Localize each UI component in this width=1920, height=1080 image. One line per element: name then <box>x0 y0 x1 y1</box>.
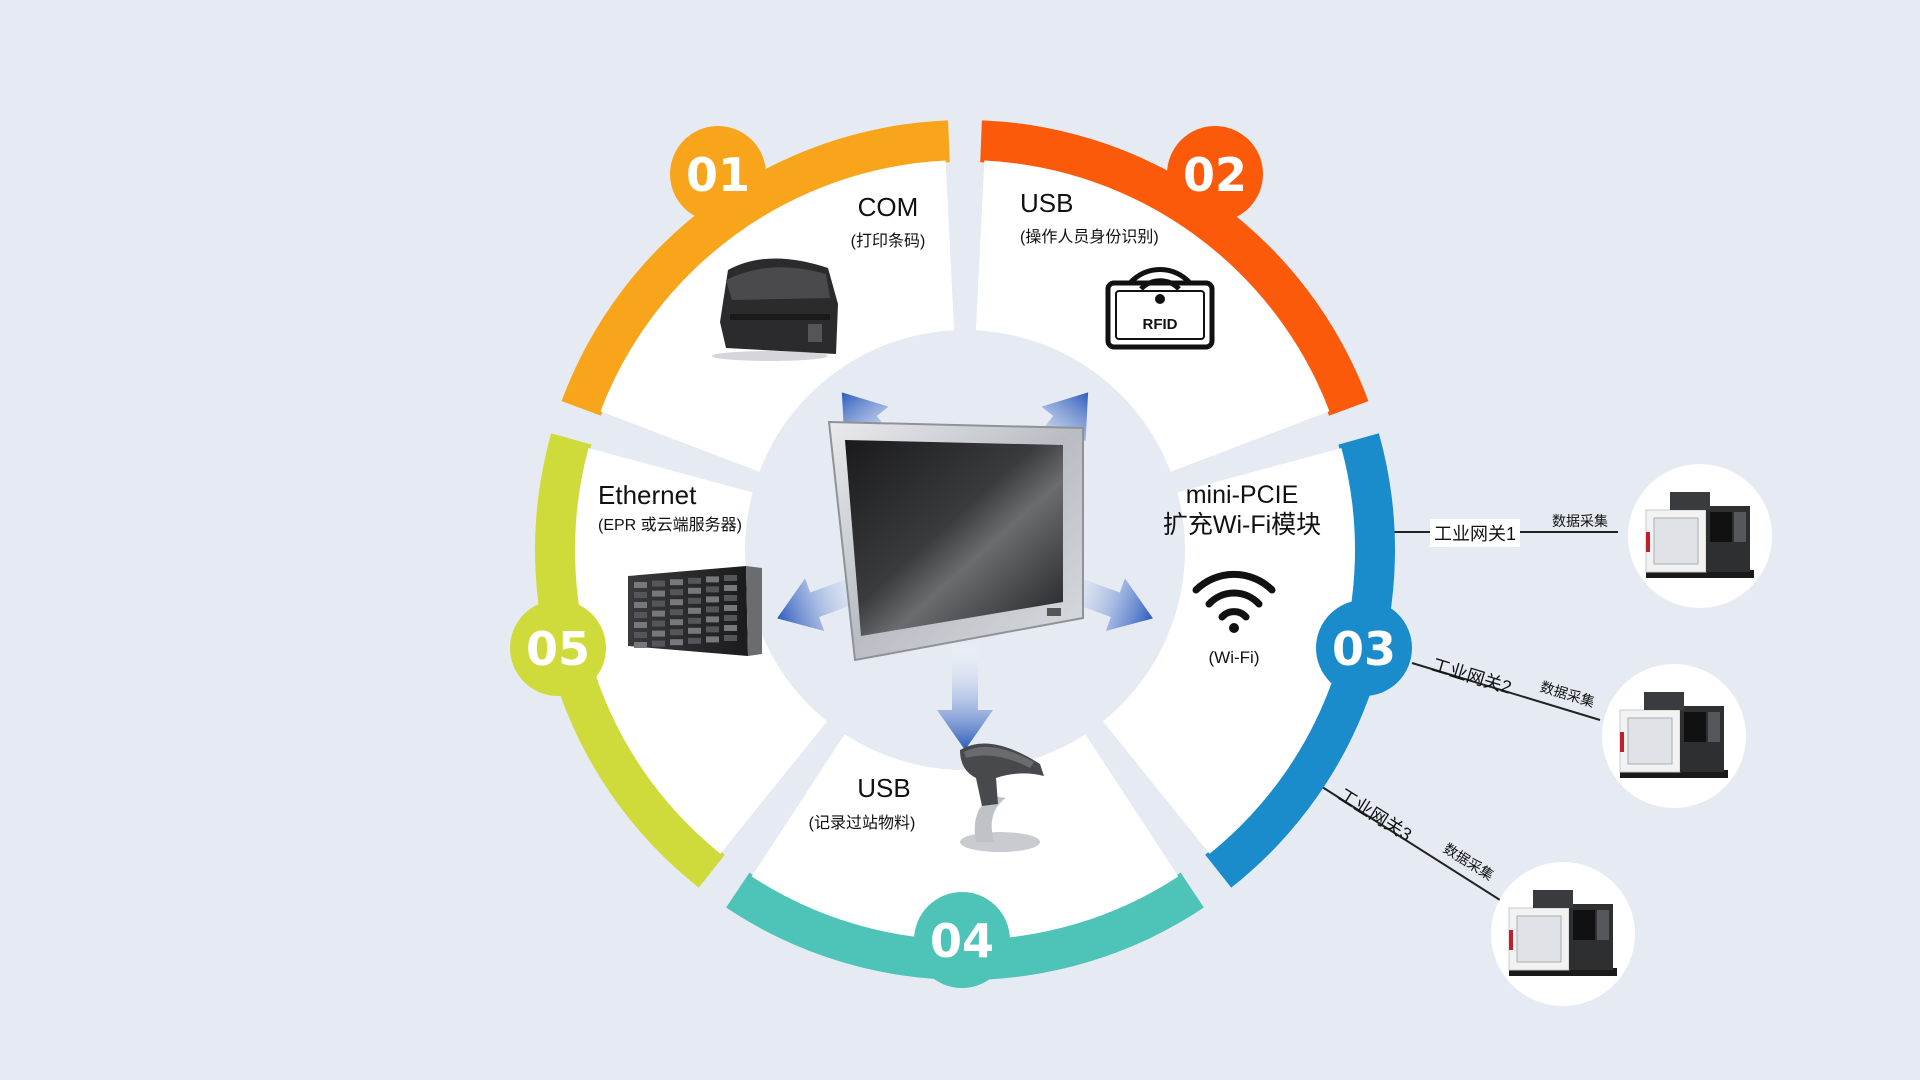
segment-02-title: USB <box>1020 188 1073 218</box>
segment-05-subtitle: (EPR 或云端服务器) <box>598 516 742 534</box>
gateway-3-label: 工业网关3 <box>1335 785 1415 845</box>
number-badges: 01 02 03 04 05 <box>510 126 1412 988</box>
sector-04 <box>751 734 1179 940</box>
industrial-panel-pc-icon <box>827 420 1084 662</box>
segment-01-subtitle: (打印条码) <box>851 232 926 250</box>
badge-number-05: 05 <box>526 622 590 676</box>
badge-circle-04 <box>914 892 1010 988</box>
segment-04-title: USB <box>857 773 910 803</box>
wifi-icon <box>1192 570 1276 633</box>
gateway-1: 工业网关1 数据采集 <box>1430 464 1772 608</box>
cnc-machine-icon <box>1619 692 1728 778</box>
gateway-2-label: 工业网关2 <box>1430 655 1514 698</box>
gateway-2-collect: 数据采集 <box>1538 678 1596 710</box>
barcode-scanner-icon <box>960 743 1044 852</box>
gateways: 工业网关1 数据采集 工业网关2 数据采集 <box>1335 464 1772 1006</box>
sector-02 <box>975 160 1330 472</box>
badge-circle-02 <box>1167 126 1263 222</box>
segment-03-title-line1: mini-PCIE <box>1186 481 1299 509</box>
gateway-3-collect: 数据采集 <box>1441 840 1497 883</box>
ring-segment-04 <box>726 872 1204 981</box>
badge-number-03: 03 <box>1332 622 1396 676</box>
badge-number-02: 02 <box>1183 148 1247 202</box>
segment-01: COM (打印条码) <box>712 192 925 361</box>
gateway-1-collect: 数据采集 <box>1552 513 1608 529</box>
cnc-machine-icon <box>1508 890 1617 976</box>
segment-03-subtitle: (Wi-Fi) <box>1209 648 1260 667</box>
segment-01-title: COM <box>858 192 919 222</box>
gateway-connectors <box>1307 531 1618 901</box>
badge-number-04: 04 <box>930 914 994 968</box>
segment-05-title: Ethernet <box>598 480 697 510</box>
rfid-label: RFID <box>1143 316 1178 333</box>
badge-number-01: 01 <box>686 148 750 202</box>
segment-04: USB (记录过站物料) <box>809 743 1044 852</box>
badge-circle-05 <box>510 600 606 696</box>
sector-03 <box>1103 448 1356 854</box>
gateway-1-label: 工业网关1 <box>1434 524 1516 544</box>
gateway-2: 工业网关2 数据采集 <box>1430 655 1746 808</box>
arrow-icon <box>937 645 993 750</box>
segment-02: USB (操作人员身份识别) RFID <box>1020 188 1215 350</box>
segment-04-subtitle: (记录过站物料) <box>809 814 916 832</box>
segment-05: Ethernet (EPR 或云端服务器) <box>598 480 762 656</box>
printer-icon <box>712 258 838 361</box>
segment-03-title-line2: 扩充Wi-Fi模块 <box>1163 511 1321 539</box>
gateway-3: 工业网关3 数据采集 <box>1335 785 1635 1006</box>
cnc-machine-icon <box>1645 492 1754 578</box>
server-rack-icon <box>628 566 762 656</box>
badge-circle-01 <box>670 126 766 222</box>
rfid-reader-icon: RFID <box>1105 267 1215 350</box>
segment-02-subtitle: (操作人员身份识别) <box>1020 228 1159 246</box>
segment-03: mini-PCIE 扩充Wi-Fi模块 (Wi-Fi) <box>1163 481 1321 667</box>
badge-circle-03 <box>1316 600 1412 696</box>
